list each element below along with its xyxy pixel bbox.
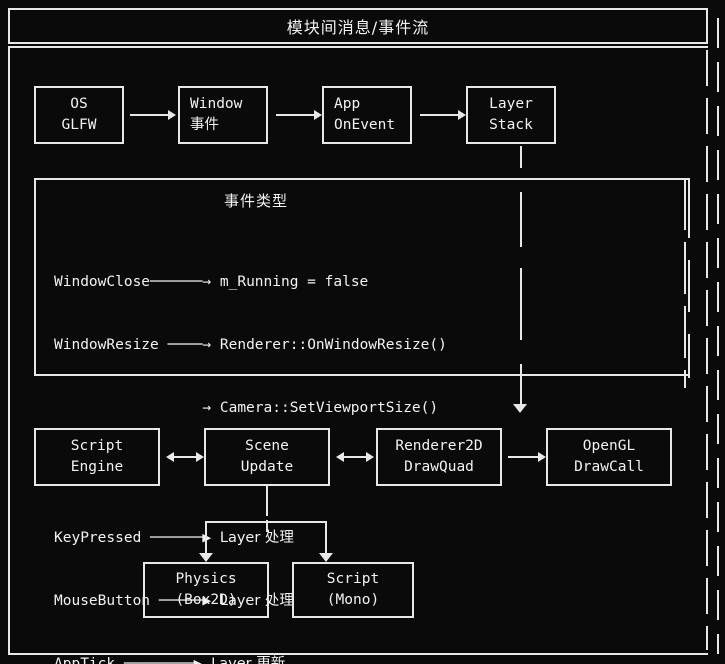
event-name: WindowResize [54,337,159,353]
branch-stem [266,486,268,516]
event-name: AppTick [54,656,116,664]
node-physics-box2d[interactable]: Physics (Box2D) [143,562,269,618]
event-target: → Camera::SetViewportSize() [202,400,439,416]
diagram-body-frame [8,46,708,655]
event-target: Layer 更新 [211,656,286,664]
event-panel-right-edge-3 [688,334,690,378]
node-line-2: Engine [70,459,124,475]
node-line-1: Window [190,96,243,112]
event-type-list: WindowClose──────→ m_Running = false Win… [54,230,447,664]
node-line-2: Stack [489,117,533,133]
arrow-head-icon [166,452,174,462]
event-row: KeyPressed ──────▶ Layer 处理 [54,528,447,549]
node-line-1: Scene [245,438,289,454]
arrow-head-icon [168,110,176,120]
event-arrow: ────────▶ [123,656,203,664]
gutter-rule-mid [717,18,719,654]
arrow-head-icon [366,452,374,462]
node-line-2: OnEvent [334,117,396,133]
event-panel-title: 事件类型 [224,192,289,210]
event-arrow: ────→ [167,337,212,353]
arrow-os-to-window [130,114,168,116]
branch-left-drop [205,521,207,557]
node-line-1: Script [326,571,380,587]
arrow-head-icon [458,110,466,120]
connector-layerstack-down-1 [520,146,522,168]
diagram-title-bar: 模块间消息/事件流 [8,8,708,44]
node-line-1: Physics [175,571,237,587]
arrow-scene-renderer [342,456,368,458]
node-window-event[interactable]: Window 事件 [178,86,268,144]
arrow-head-icon [199,553,213,562]
gutter-rule-outer [706,50,708,650]
node-line-2: (Mono) [326,592,380,608]
connector-layerstack-down-3 [520,268,522,340]
node-line-2: DrawCall [574,459,644,475]
node-line-1: Layer [489,96,533,112]
event-row: → Camera::SetViewportSize() [54,398,447,419]
page-title: 模块间消息/事件流 [286,18,430,37]
event-panel-right-edge-1 [688,178,690,238]
arrow-app-to-layerstack [420,114,458,116]
arrow-head-icon [314,110,322,120]
arrow-renderer-opengl [508,456,540,458]
event-target: Renderer::OnWindowResize() [219,337,447,353]
node-line-2: (Box2D) [175,592,237,608]
event-row: MouseButton ─────▶ Layer 处理 [54,591,447,612]
event-name: WindowClose [54,274,151,290]
node-script-engine[interactable]: Script Engine [34,428,160,486]
node-line-2: 事件 [190,117,219,133]
event-name: MouseButton [54,593,151,609]
event-target: Layer 处理 [219,593,294,609]
arrow-window-to-app [276,114,314,116]
branch-right-drop [325,521,327,557]
connector-layerstack-down-2 [520,192,522,247]
arrow-head-icon [196,452,204,462]
node-line-1: Renderer2D [395,438,483,454]
event-type-panel [34,178,690,376]
branch-stem-2 [266,520,268,532]
node-opengl-drawcall[interactable]: OpenGL DrawCall [546,428,672,486]
node-line-1: App [334,96,361,112]
event-target: Layer 处理 [219,530,294,546]
node-app-onevent[interactable]: App OnEvent [322,86,412,144]
gutter-rule-inner [684,178,686,388]
connector-layerstack-down-4 [520,364,522,406]
node-os-glfw[interactable]: OS GLFW [34,86,124,144]
event-row: WindowResize ────→ Renderer::OnWindowRes… [54,335,447,356]
event-row: AppTick ────────▶ Layer 更新 [54,654,447,664]
node-renderer2d-drawquad[interactable]: Renderer2D DrawQuad [376,428,502,486]
event-panel-right-edge-2 [688,260,690,312]
arrow-head-icon [336,452,344,462]
event-name: KeyPressed [54,530,142,546]
node-line-2: DrawQuad [404,459,474,475]
node-line-2: Update [240,459,294,475]
node-line-1: Script [70,438,124,454]
event-target: m_Running = false [219,274,369,290]
event-row: WindowClose──────→ m_Running = false [54,272,447,293]
node-scene-update[interactable]: Scene Update [204,428,330,486]
arrow-script-scene [172,456,198,458]
node-script-mono[interactable]: Script (Mono) [292,562,414,618]
arrow-head-icon [319,553,333,562]
event-arrow: ──────▶ [150,530,212,546]
arrow-head-icon [538,452,546,462]
event-arrow: ─────▶ [158,593,212,609]
event-arrow: ──────→ [150,274,212,290]
node-line-1: OS [70,96,88,112]
node-layer-stack[interactable]: Layer Stack [466,86,556,144]
arrow-head-icon [513,404,527,413]
node-line-1: OpenGL [582,438,636,454]
node-line-2: GLFW [61,117,97,133]
branch-bus [205,521,327,523]
